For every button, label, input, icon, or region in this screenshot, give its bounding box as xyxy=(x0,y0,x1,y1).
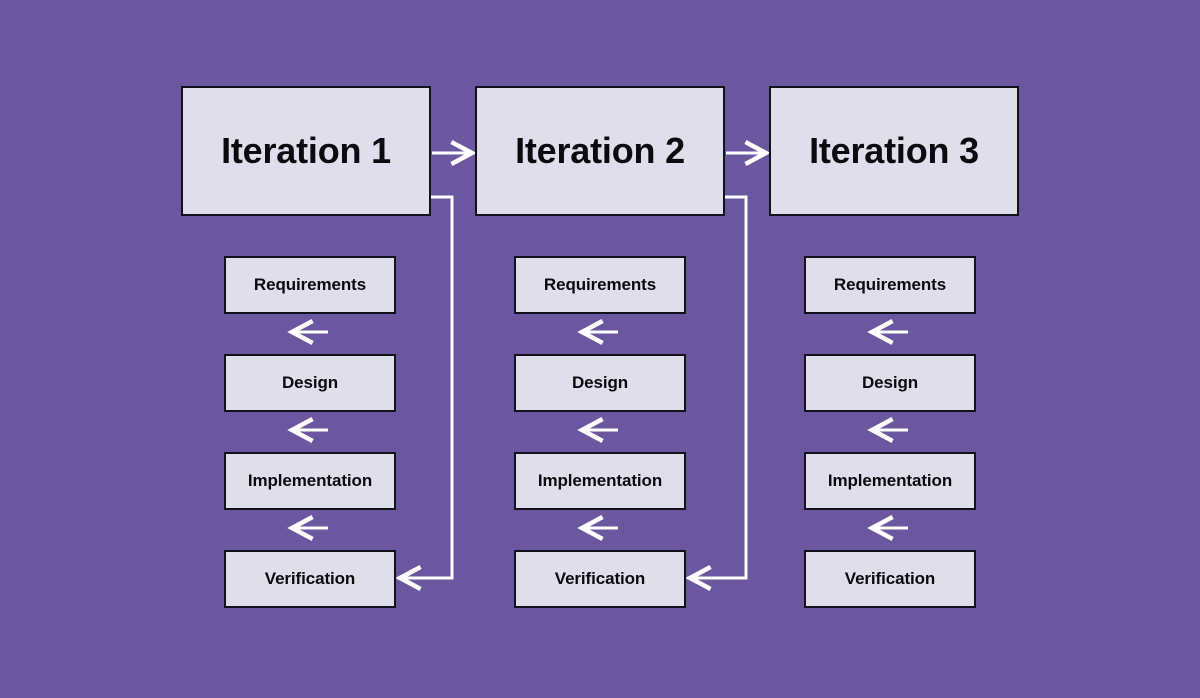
iteration-2-stage-verification[interactable]: Verification xyxy=(514,550,686,608)
iteration-1-box[interactable]: Iteration 1 xyxy=(181,86,431,216)
iteration-1-stage-implementation[interactable]: Implementation xyxy=(224,452,396,510)
iteration-2-stage-design[interactable]: Design xyxy=(514,354,686,412)
iteration-3-stage-design[interactable]: Design xyxy=(804,354,976,412)
iteration-3-stage-implementation[interactable]: Implementation xyxy=(804,452,976,510)
iteration-2-stage-implementation[interactable]: Implementation xyxy=(514,452,686,510)
iteration-1-stage-requirements[interactable]: Requirements xyxy=(224,256,396,314)
iteration-2-box[interactable]: Iteration 2 xyxy=(475,86,725,216)
iteration-1-stage-design[interactable]: Design xyxy=(224,354,396,412)
iteration-1-stage-verification[interactable]: Verification xyxy=(224,550,396,608)
iteration-3-stage-requirements[interactable]: Requirements xyxy=(804,256,976,314)
feedback-loop-iteration-2 xyxy=(685,195,748,591)
iteration-3-stage-verification[interactable]: Verification xyxy=(804,550,976,608)
iteration-2-stage-requirements[interactable]: Requirements xyxy=(514,256,686,314)
iteration-3-box[interactable]: Iteration 3 xyxy=(769,86,1019,216)
feedback-loop-iteration-1 xyxy=(395,195,454,591)
